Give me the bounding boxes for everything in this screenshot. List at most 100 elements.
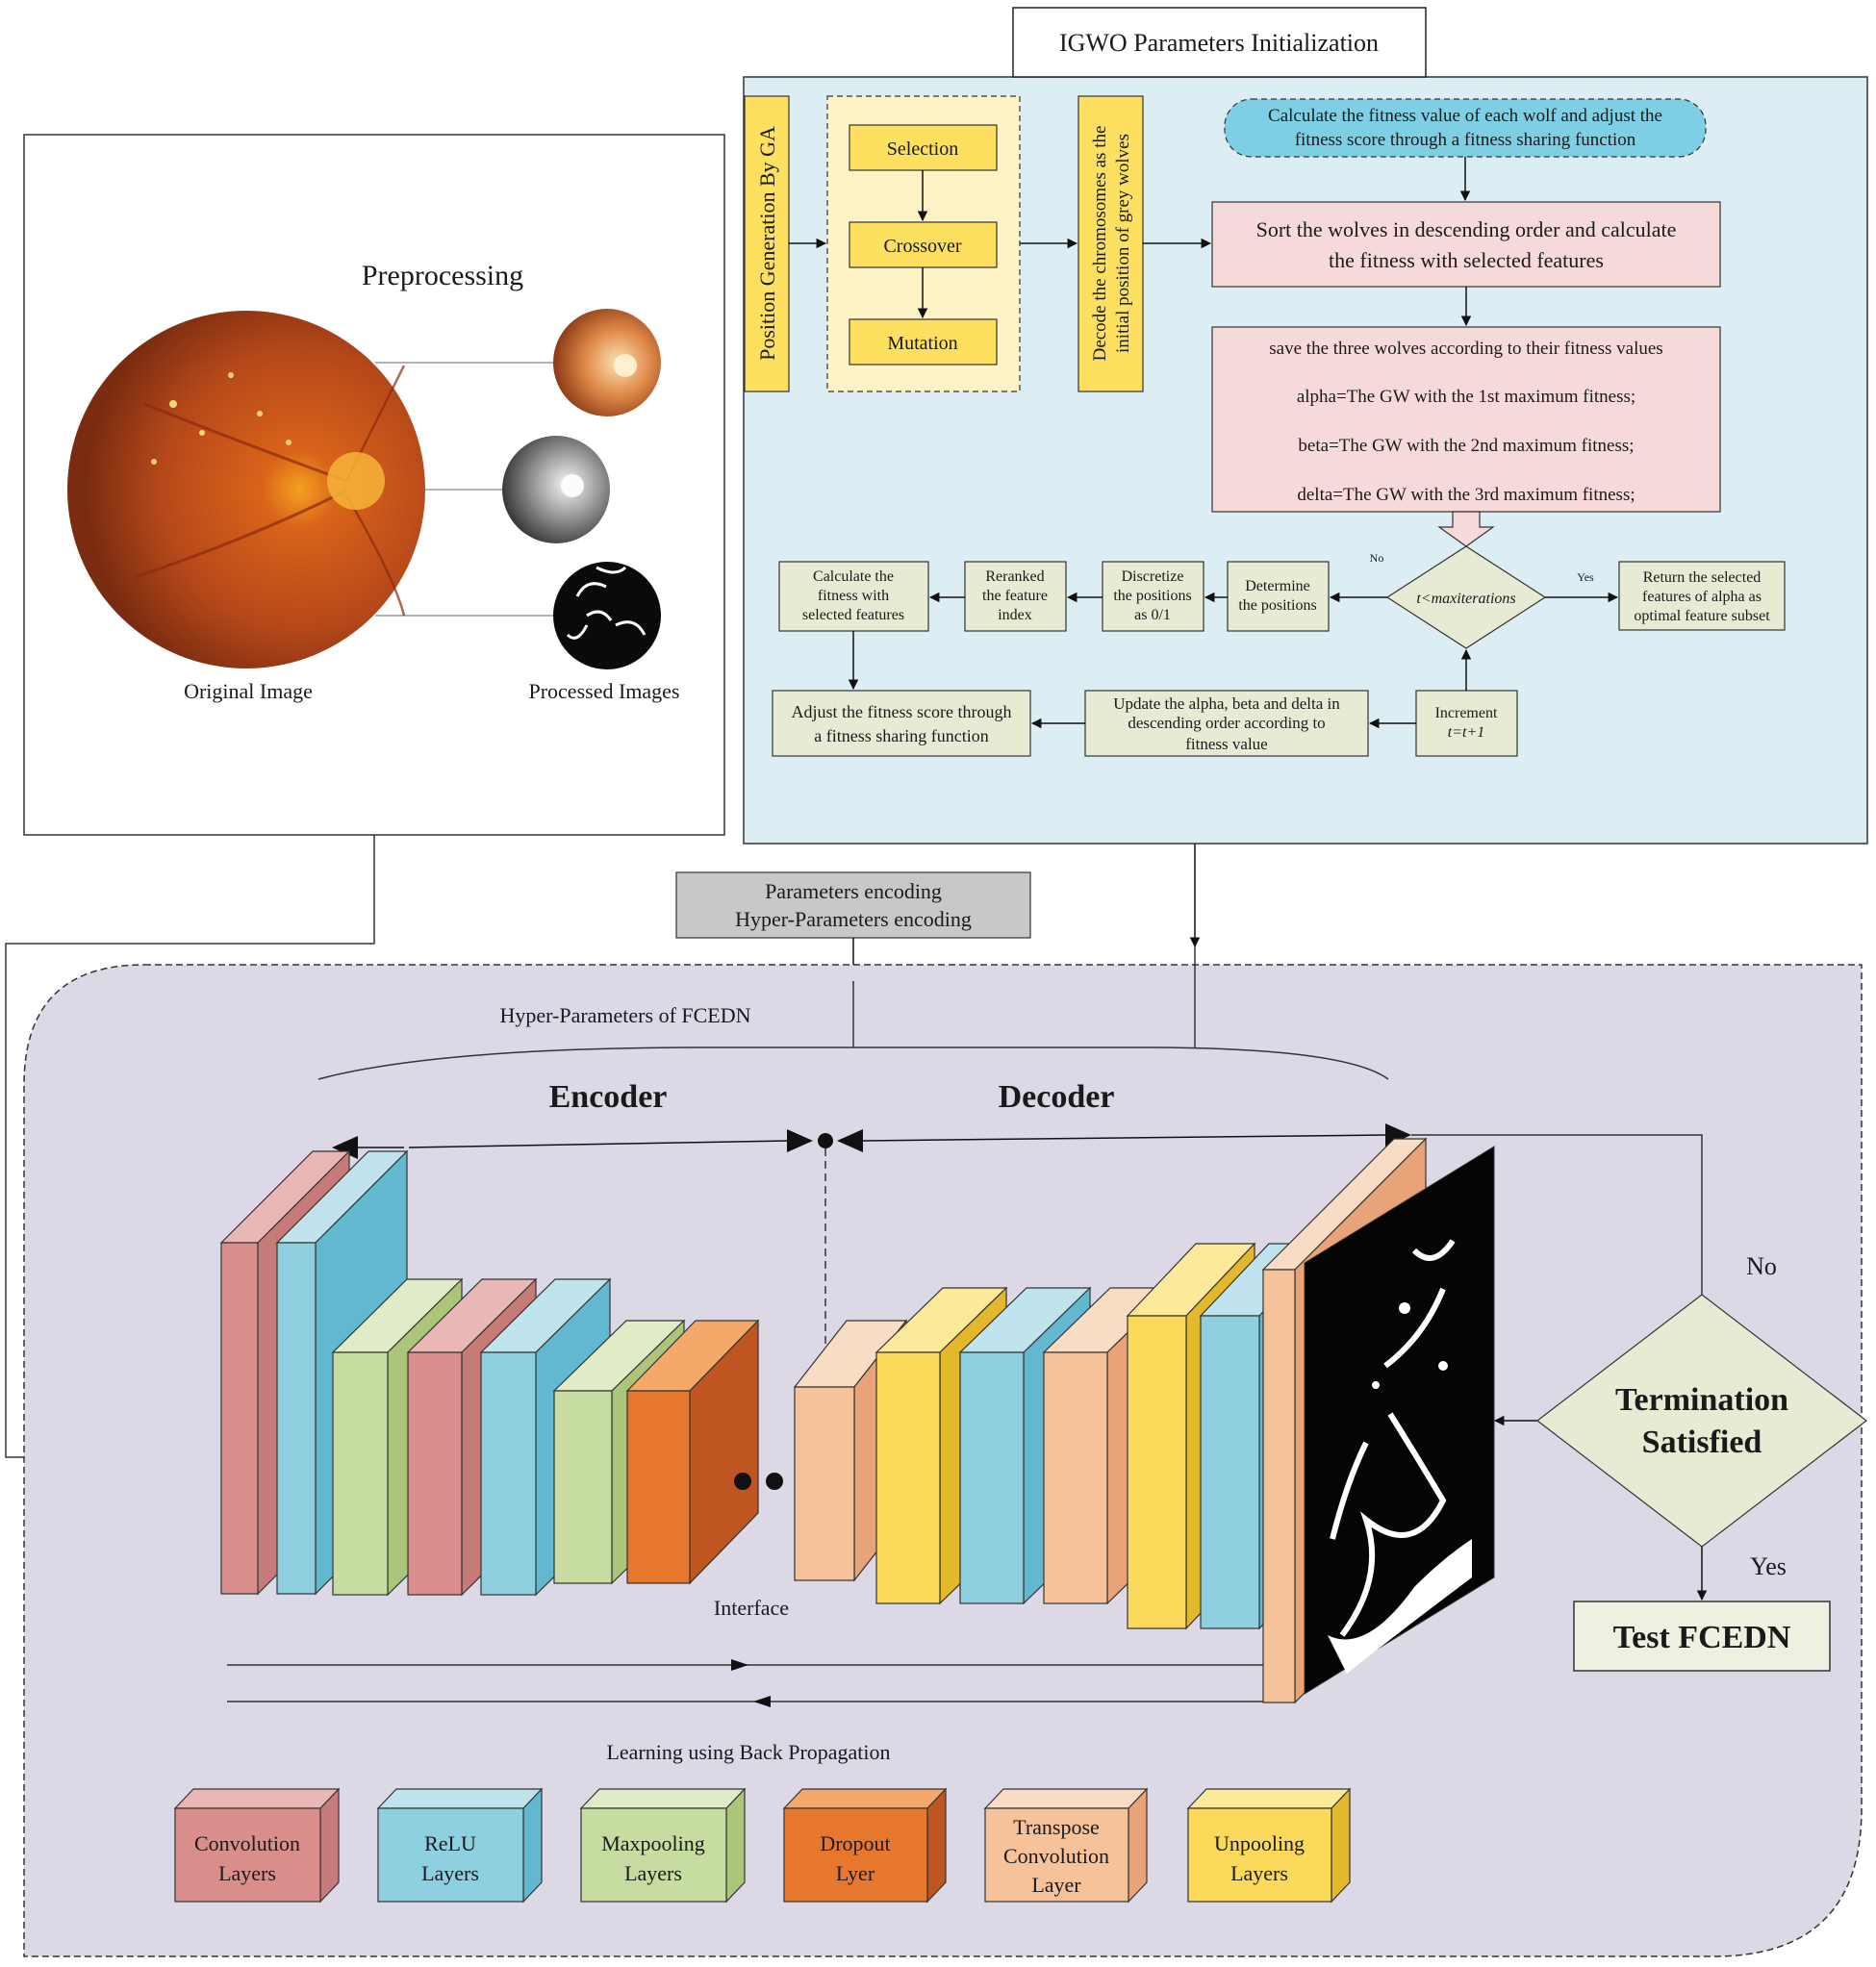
adjust-line-1: Adjust the fitness score through — [792, 702, 1012, 721]
preprocessing-panel: Preprocessing — [23, 134, 725, 836]
reranked-line-2: the feature — [982, 588, 1048, 604]
adjust-line-2: a fitness sharing function — [814, 726, 988, 745]
determine-box — [1227, 561, 1330, 632]
fcedn-panel: Hyper-Parameters of FCEDN Encoder Decode… — [23, 946, 1867, 1957]
preprocessing-title: Preprocessing — [362, 260, 523, 291]
sort-line-2: the fitness with selected features — [1329, 248, 1604, 272]
increment-line-2: t=t+1 — [1448, 724, 1484, 741]
update-line-2: descending order according to — [1128, 714, 1325, 732]
hyper-parameters-label: Hyper-Parameters of FCEDN — [499, 1003, 750, 1027]
calc-selected-line-2: fitness with — [818, 588, 889, 604]
original-image-label: Original Image — [184, 679, 313, 703]
legend-unpooling-line-2: Layers — [1230, 1861, 1288, 1885]
legend-transpose-line-1: Transpose — [1013, 1815, 1100, 1839]
fitness-calc-line-2: fitness score through a fitness sharing … — [1295, 130, 1636, 150]
return-line-3: optimal feature subset — [1634, 608, 1770, 624]
legend-unpooling-line-1: Unpooling — [1214, 1831, 1305, 1855]
encoder-label: Encoder — [549, 1079, 668, 1115]
legend-convolution-line-1: Convolution — [194, 1831, 300, 1855]
return-line-1: Return the selected — [1643, 569, 1762, 586]
increment-line-1: Increment — [1435, 705, 1498, 721]
processed-binary-image — [553, 562, 661, 669]
ellipsis-dot-2 — [766, 1473, 783, 1490]
legend-maxpooling-line-2: Layers — [624, 1861, 682, 1885]
position-generation-label: Position Generation By GA — [755, 126, 779, 361]
fitness-calc-box — [1224, 98, 1707, 158]
test-fcedn-box — [1573, 1601, 1831, 1672]
mutation-label: Mutation — [887, 333, 957, 354]
position-generation-box — [744, 95, 790, 392]
discretize-line-3: as 0/1 — [1134, 607, 1171, 623]
processed-color-image — [553, 309, 661, 416]
decode-label-1: Decode the chromosomes as the — [1090, 126, 1110, 362]
output-segmentation-map — [1304, 1146, 1495, 1695]
legend-maxpooling: Maxpooling Layers — [579, 1787, 747, 1904]
calc-selected-box — [778, 561, 929, 632]
legend-unpooling: Unpooling Layers — [1186, 1787, 1352, 1904]
reranked-box — [964, 561, 1067, 632]
legend-convolution: Convolution Layers — [173, 1787, 341, 1904]
selection-label: Selection — [887, 139, 958, 160]
reranked-line-1: Reranked — [985, 568, 1044, 585]
decode-box — [1077, 95, 1144, 392]
iteration-condition-diamond — [1385, 545, 1547, 649]
calc-selected-line-3: selected features — [802, 607, 904, 623]
save-wolves-box — [1211, 326, 1721, 513]
crossover-box — [849, 221, 998, 268]
save-line-alpha: alpha=The GW with the 1st maximum fitnes… — [1297, 387, 1635, 407]
discretize-line-1: Discretize — [1122, 568, 1184, 585]
update-line-3: fitness value — [1185, 735, 1267, 753]
calc-selected-line-1: Calculate the — [813, 568, 894, 585]
legend-relu: ReLU Layers — [376, 1787, 544, 1904]
condition-no-label: No — [1370, 551, 1384, 565]
selection-box — [849, 124, 998, 171]
save-line-1: save the three wolves according to their… — [1269, 339, 1662, 359]
legend-convolution-line-2: Layers — [218, 1861, 276, 1885]
legend-transpose-line-3: Layer — [1031, 1873, 1081, 1897]
sort-line-1: Sort the wolves in descending order and … — [1256, 217, 1677, 241]
return-line-2: features of alpha as — [1642, 589, 1762, 605]
test-fcedn-label: Test FCEDN — [1613, 1620, 1791, 1655]
legend-transpose-line-2: Convolution — [1003, 1844, 1109, 1868]
sort-box — [1211, 201, 1721, 288]
return-box — [1618, 561, 1786, 631]
adjust-box — [772, 690, 1031, 757]
update-box — [1084, 690, 1369, 757]
fitness-calc-line-1: Calculate the fitness value of each wolf… — [1268, 106, 1662, 126]
encoder-dropout-layer — [625, 1319, 760, 1585]
save-line-delta: delta=The GW with the 3rd maximum fitnes… — [1297, 485, 1635, 505]
legend-dropout-line-1: Dropout — [820, 1831, 890, 1855]
increment-box — [1415, 690, 1518, 757]
interface-label: Interface — [714, 1596, 789, 1620]
iteration-condition-label: t<maxiterations — [1416, 591, 1515, 607]
save-line-beta: beta=The GW with the 2nd maximum fitness… — [1298, 436, 1634, 456]
igwo-title-box — [1012, 7, 1427, 78]
determine-line-1: Determine — [1245, 578, 1310, 594]
discretize-line-2: the positions — [1113, 588, 1191, 604]
legend-dropout: Dropout Lyer — [782, 1787, 948, 1904]
termination-line-1: Termination — [1615, 1382, 1788, 1418]
parameters-encoding-line-1: Parameters encoding — [765, 879, 942, 903]
processed-images-label: Processed Images — [528, 679, 679, 703]
condition-yes-label: Yes — [1577, 570, 1594, 584]
decoder-label: Decoder — [999, 1079, 1115, 1115]
backprop-label: Learning using Back Propagation — [606, 1740, 890, 1764]
legend-maxpooling-line-1: Maxpooling — [601, 1831, 705, 1855]
mutation-box — [849, 318, 998, 366]
update-line-1: Update the alpha, beta and delta in — [1113, 694, 1340, 713]
original-fundus-image — [67, 311, 425, 668]
parameters-encoding-line-2: Hyper-Parameters encoding — [735, 907, 972, 931]
termination-line-2: Satisfied — [1642, 1425, 1762, 1460]
reranked-line-3: index — [998, 607, 1032, 623]
termination-yes-label: Yes — [1750, 1552, 1787, 1580]
legend-relu-line-1: ReLU — [424, 1831, 476, 1855]
ellipsis-dot-1 — [734, 1473, 751, 1490]
decode-label-2: initial position of grey wolves — [1113, 134, 1133, 353]
processed-gray-image — [502, 436, 610, 543]
igwo-title: IGWO Parameters Initialization — [1059, 29, 1379, 57]
termination-no-label: No — [1746, 1252, 1777, 1280]
igwo-panel: IGWO Parameters Initialization Position … — [743, 7, 1868, 845]
legend-dropout-line-2: Lyer — [836, 1861, 875, 1885]
legend: Convolution Layers ReLU Layers Maxpoolin… — [173, 1787, 1352, 1904]
determine-line-2: the positions — [1238, 597, 1316, 614]
